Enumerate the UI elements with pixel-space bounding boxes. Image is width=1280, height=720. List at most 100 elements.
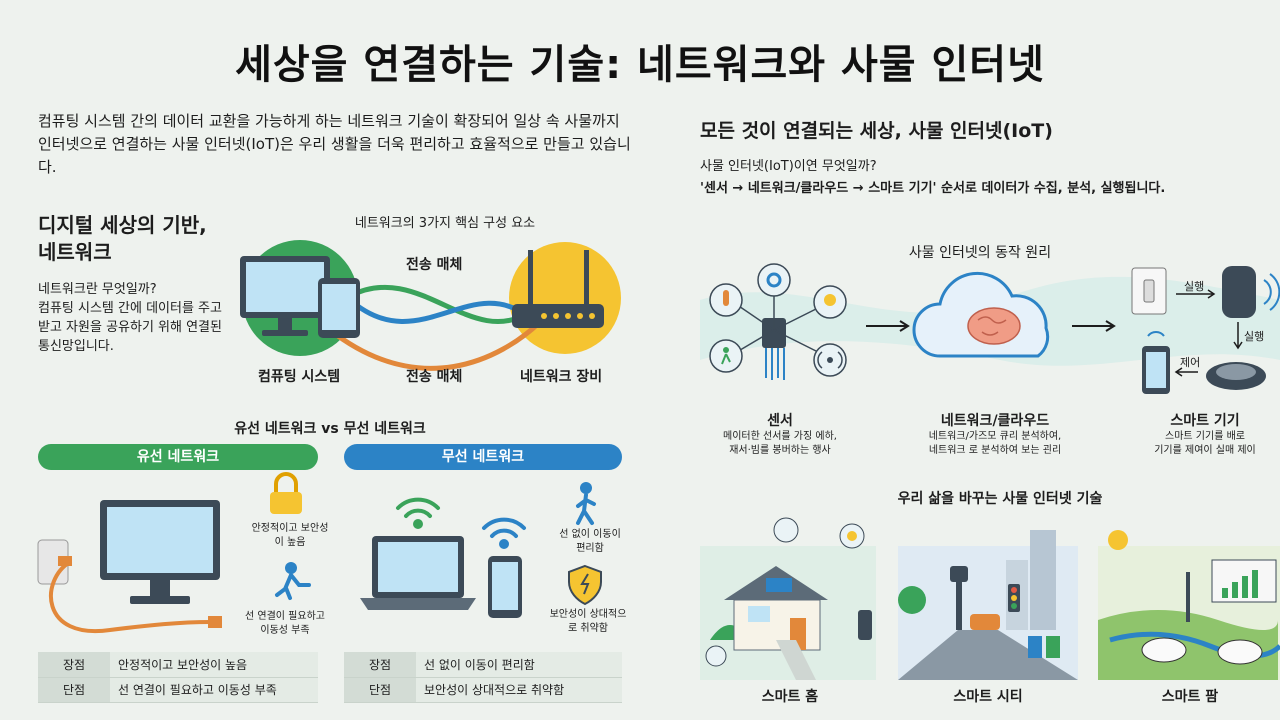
lock-icon: [270, 472, 302, 514]
wired-monitor-icon: [100, 500, 220, 604]
life-title: 우리 삶을 바꾸는 사물 인터넷 기술: [897, 491, 1103, 507]
sensor-desc-line1: 메이터한 선서를 가징 에하,: [723, 431, 837, 442]
plug-icon: [208, 616, 222, 628]
wifi-icon-1: [396, 497, 440, 529]
smart-farm-scene: [1098, 530, 1280, 680]
sensor-desc-line2: 재서·빔를 봉버하는 행사: [729, 445, 831, 456]
smart-lock-icon: [858, 610, 872, 640]
network-title-line1: 디지털 세상의 기반,: [38, 213, 207, 237]
wired-pro-value: 안정적이고 보안성이 높음: [110, 652, 318, 678]
solar-panel-icon: [766, 578, 792, 592]
wired-pros-cons-table: 장점 안정적이고 보안성이 높음 단점 선 연결이 필요하고 이동성 부족: [38, 652, 318, 703]
smart-desc-line1: 스마트 기기를 배로: [1165, 431, 1245, 442]
smart-city-scene: [898, 530, 1078, 680]
cloud-desc-line1: 네트워크/가즈모 큐리 분석하여,: [928, 431, 1062, 442]
monitor-icon: [240, 256, 330, 336]
computing-label: 컴퓨팅 시스템: [258, 369, 341, 385]
intro-text: 컴퓨팅 시스템 간의 데이터 교환을 가능하게 하는 네트워크 기술이 확장되어…: [38, 112, 631, 176]
wireless-walk-note: 선 없이 이동이 편리함: [559, 529, 621, 554]
robot-vacuum-icon: [1206, 362, 1266, 390]
wireless-pro-value: 선 없이 이동이 편리함: [416, 652, 622, 678]
wired-cable: [48, 560, 211, 634]
compare-title: 유선 네트워크 vs 무선 네트워크: [234, 421, 426, 437]
wired-pro-key: 장점: [38, 652, 110, 678]
arrow-left-icon: [1174, 367, 1198, 377]
running-person-icon: [275, 562, 311, 600]
medium-label-top: 전송 매체: [406, 257, 463, 273]
walking-person-icon: [576, 482, 596, 525]
gear-icon: [757, 263, 791, 297]
smart-home-scene: [700, 517, 876, 680]
network-definition: 네트워크란 무엇일까? 컴퓨팅 시스템 간에 데이터를 주고받고 자원을 공유하…: [38, 280, 228, 356]
cable-green: [348, 284, 532, 325]
run-label-2: 실행: [1244, 330, 1265, 343]
router-icon: [512, 250, 604, 328]
cloud-label: 네트워크/클라우드: [940, 413, 1050, 429]
wall-switch-icon: [1131, 267, 1167, 315]
table-row: 단점 보안성이 상대적으로 취약함: [344, 677, 622, 703]
street-lamp-icon: [950, 566, 968, 582]
iot-question: 사물 인터넷(IoT)이연 무엇일까?: [700, 159, 877, 174]
cable-orange: [328, 320, 542, 371]
brain-icon: [967, 307, 1021, 345]
components-title: 네트워크의 3가지 핵심 구성 요소: [354, 216, 536, 231]
smart-city-label: 스마트 시티: [953, 689, 1023, 705]
iot-section-title: 모든 것이 연결되는 세상, 사물 인터넷(IoT): [700, 120, 1053, 142]
network-title-line2: 네트워크: [38, 240, 112, 264]
taxi-icon: [970, 614, 1000, 630]
table-row: 장점 선 없이 이동이 편리함: [344, 652, 622, 678]
wireless-shield-note: 보안성이 상대적으로 취약함: [549, 609, 627, 634]
network-section-title: 디지털 세상의 기반, 네트워크: [38, 212, 238, 266]
shield-icon: [568, 564, 602, 606]
sensor-desc: 메이터한 선서를 가징 에하, 재서·빔를 봉버하는 행사: [700, 430, 860, 458]
sun-icon: [1108, 530, 1128, 550]
cable-blue: [348, 298, 532, 324]
cloud-desc: 네트워크/가즈모 큐리 분석하여, 네트워크 로 분석하여 보는 괸리: [900, 430, 1090, 458]
smart-device-desc: 스마트 기기를 배로 기기를 제여이 실매 제이: [1130, 430, 1280, 458]
iot-answer: '센서 → 네트워크/클라우드 → 스마트 기기' 순서로 데이터가 수집, 분…: [700, 181, 1166, 196]
page-title: 세상을 연결하는 기술: 네트워크와 사물 인터넷: [235, 42, 1045, 88]
table-row: 장점 안정적이고 보안성이 높음: [38, 652, 318, 678]
smart-speaker-icon: [1222, 266, 1280, 318]
iot-definition: 사물 인터넷(IoT)이연 무엇일까? '센서 → 네트워크/클라우드 → 스마…: [700, 156, 1260, 200]
smart-home-label: 스마트 홈: [761, 689, 819, 705]
wired-person-note: 선 연결이 필요하고 이동성 부족: [245, 611, 325, 636]
wired-lock-note: 안정적이고 보안성이 높음: [251, 523, 329, 548]
arrow-right-icon: [1176, 289, 1216, 299]
smart-desc-line2: 기기를 제여이 실매 제이: [1154, 445, 1256, 456]
phone-control-icon: [1142, 331, 1170, 394]
network-answer: 컴퓨팅 시스템 간에 데이터를 주고받고 자원을 공유하기 위해 연결된 통신망…: [38, 301, 222, 354]
wired-con-value: 선 연결이 필요하고 이동성 부족: [110, 677, 318, 703]
arrow-down-icon: [1233, 322, 1243, 350]
run-label-1: 실행: [1184, 280, 1205, 293]
cloud-desc-line2: 네트워크 로 분석하여 보는 괸리: [928, 445, 1062, 456]
control-label: 제어: [1180, 356, 1201, 369]
smart-bin-icon: [1046, 636, 1060, 658]
medium-label-bottom: 전송 매체: [406, 369, 463, 385]
cow-icon: [1217, 639, 1263, 665]
farm-sensor-icon: [1186, 572, 1190, 622]
wireless-con-value: 보안성이 상대적으로 취약함: [416, 677, 622, 703]
device-label: 네트워크 장비: [520, 369, 603, 385]
wireless-pro-key: 장점: [344, 652, 416, 678]
wifi-icon-2: [482, 517, 526, 549]
laptop-icon: [360, 536, 476, 610]
wireless-con-key: 단점: [344, 677, 416, 703]
wireless-pill: 무선 네트워크: [344, 444, 622, 470]
cow-icon: [1141, 637, 1187, 663]
smart-device-label: 스마트 기기: [1170, 413, 1240, 429]
sensor-label: 센서: [767, 413, 793, 429]
arrow-right-icon: [866, 320, 910, 332]
wireless-pros-cons-table: 장점 선 없이 이동이 편리함 단점 보안성이 상대적으로 취약함: [344, 652, 622, 703]
smartphone-icon: [488, 556, 522, 618]
arrow-right-icon: [1072, 320, 1116, 332]
wired-pill: 유선 네트워크: [38, 444, 318, 470]
network-question: 네트워크란 무엇일까?: [38, 282, 157, 297]
table-row: 단점 선 연결이 필요하고 이동성 부족: [38, 677, 318, 703]
smart-farm-label: 스마트 팜: [1161, 689, 1219, 705]
smart-bin-icon: [1028, 636, 1042, 658]
